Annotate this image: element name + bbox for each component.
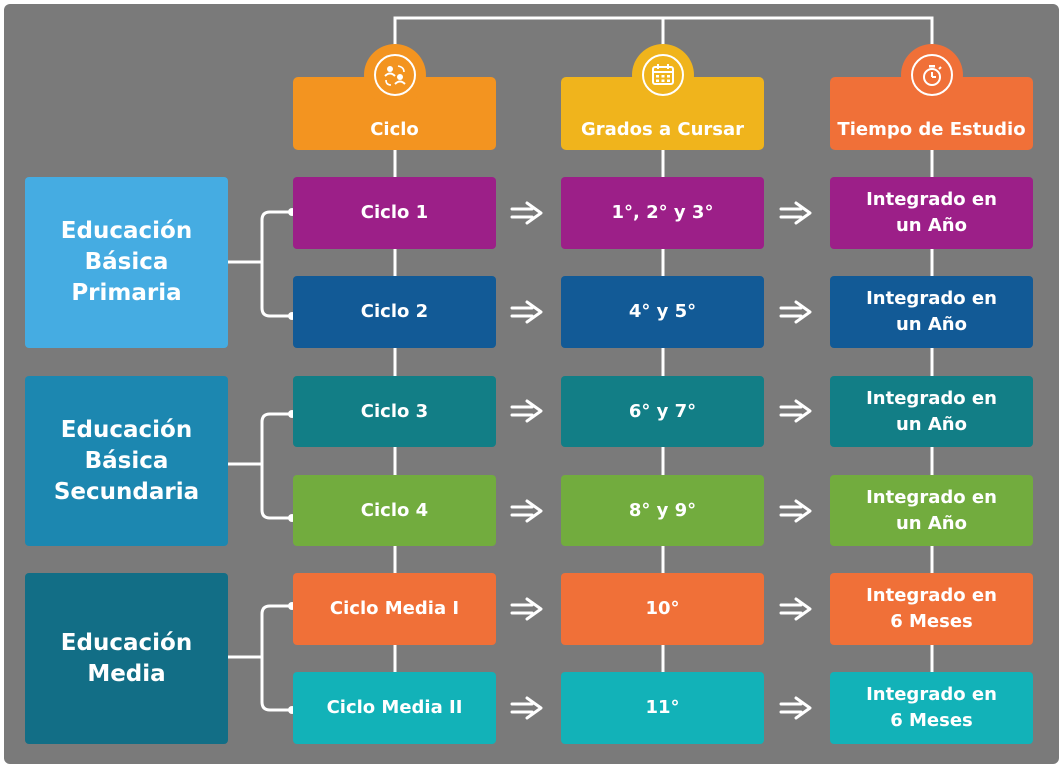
level-primaria-line-3: Primaria bbox=[71, 280, 182, 306]
tiempo-label-line-1: Integrado en bbox=[866, 585, 997, 606]
tiempo-label-line-1: Integrado en bbox=[866, 288, 997, 309]
ciclo-label: Ciclo 3 bbox=[360, 400, 429, 422]
people-cycle-icon bbox=[384, 65, 406, 86]
tiempo-label-line-2: un Año bbox=[895, 215, 967, 236]
tiempo-box: Integrado en un Año bbox=[830, 177, 1033, 249]
grados-box: 11° bbox=[561, 672, 764, 744]
tiempo-box: Integrado en 6 Meses bbox=[830, 672, 1033, 744]
ciclo-label: Ciclo 1 bbox=[360, 202, 429, 223]
calendar-icon bbox=[652, 64, 674, 85]
ciclo-box: Ciclo Media I bbox=[293, 573, 496, 645]
double-arrow-right-icon bbox=[779, 300, 812, 324]
tiempo-label-line-2: un Año bbox=[895, 413, 967, 435]
level-media-line-1: Educación bbox=[60, 629, 193, 656]
bracket-secundaria bbox=[228, 410, 296, 522]
double-arrow-right-icon bbox=[510, 499, 543, 523]
grados-label: 11° bbox=[645, 697, 680, 718]
tiempo-label-line-1: Integrado en bbox=[866, 486, 997, 508]
grados-label: 4° y 5° bbox=[628, 301, 697, 322]
level-media: Educación Media bbox=[25, 573, 228, 744]
level-primaria-line-2: Básica bbox=[84, 249, 169, 275]
grados-box: 8° y 9° bbox=[561, 475, 764, 546]
double-arrow-right-icon bbox=[510, 597, 543, 621]
grados-label: 6° y 7° bbox=[628, 400, 697, 422]
ciclo-box: Ciclo 2 bbox=[293, 276, 496, 348]
double-arrow-right-icon bbox=[510, 201, 543, 225]
tiempo-label-line-2: 6 Meses bbox=[890, 611, 973, 632]
ciclo-box: Ciclo 4 bbox=[293, 475, 496, 546]
double-arrow-right-icon bbox=[779, 696, 812, 720]
tiempo-label-line-1: Integrado en bbox=[866, 684, 997, 705]
tiempo-box: Integrado en un Año bbox=[830, 276, 1033, 348]
tiempo-box: Integrado en un Año bbox=[830, 376, 1033, 447]
double-arrow-right-icon bbox=[510, 300, 543, 324]
double-arrow-right-icon bbox=[510, 696, 543, 720]
tiempo-label-line-2: un Año bbox=[895, 314, 967, 335]
double-arrow-right-icon bbox=[779, 499, 812, 523]
level-secundaria-line-3: Secundaria bbox=[53, 478, 200, 505]
ciclo-label: Ciclo 4 bbox=[360, 499, 429, 521]
header-grados: Grados a Cursar bbox=[561, 77, 764, 150]
header-ciclo-badge bbox=[364, 44, 426, 106]
level-secundaria: Educación Básica Secundaria bbox=[25, 376, 228, 546]
tiempo-label-line-1: Integrado en bbox=[866, 387, 997, 409]
level-media-line-2: Media bbox=[87, 660, 166, 687]
ciclo-box: Ciclo 3 bbox=[293, 376, 496, 447]
level-secundaria-line-1: Educación bbox=[60, 416, 193, 443]
header-grados-label: Grados a Cursar bbox=[580, 119, 745, 140]
ciclo-label: Ciclo Media II bbox=[326, 697, 463, 718]
tiempo-box: Integrado en 6 Meses bbox=[830, 573, 1033, 645]
grados-label: 10° bbox=[645, 598, 680, 619]
ciclo-box: Ciclo Media II bbox=[293, 672, 496, 744]
header-grados-badge bbox=[632, 44, 694, 106]
grados-label: 8° y 9° bbox=[628, 499, 697, 521]
tiempo-label-line-1: Integrado en bbox=[866, 189, 997, 210]
grados-box: 4° y 5° bbox=[561, 276, 764, 348]
header-tiempo-badge bbox=[901, 44, 963, 106]
ciclo-box: Ciclo 1 bbox=[293, 177, 496, 249]
stopwatch-icon bbox=[923, 65, 942, 86]
level-primaria: Educación Básica Primaria bbox=[25, 177, 228, 348]
grados-box: 1°, 2° y 3° bbox=[561, 177, 764, 249]
bracket-primaria bbox=[228, 208, 296, 320]
level-secundaria-line-2: Básica bbox=[84, 447, 169, 474]
bracket-media bbox=[228, 602, 296, 714]
grados-box: 10° bbox=[561, 573, 764, 645]
tiempo-label-line-2: 6 Meses bbox=[890, 710, 973, 731]
double-arrow-right-icon bbox=[779, 201, 812, 225]
ciclo-label: Ciclo Media I bbox=[329, 598, 460, 619]
tiempo-label-line-2: un Año bbox=[895, 512, 967, 534]
header-ciclo-label: Ciclo bbox=[370, 119, 419, 140]
level-primaria-line-1: Educación bbox=[60, 218, 193, 244]
ciclo-label: Ciclo 2 bbox=[360, 301, 429, 322]
header-tiempo-label: Tiempo de Estudio bbox=[837, 119, 1026, 140]
tiempo-box: Integrado en un Año bbox=[830, 475, 1033, 546]
double-arrow-right-icon bbox=[510, 399, 543, 423]
grados-box: 6° y 7° bbox=[561, 376, 764, 447]
double-arrow-right-icon bbox=[779, 399, 812, 423]
grados-label: 1°, 2° y 3° bbox=[611, 202, 714, 223]
double-arrow-right-icon bbox=[779, 597, 812, 621]
